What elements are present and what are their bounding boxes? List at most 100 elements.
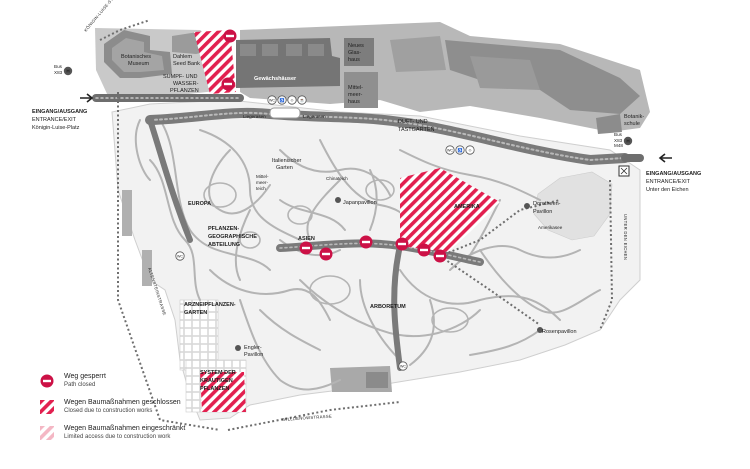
rosenpavillon-dot[interactable] [537, 327, 543, 333]
svg-text:H: H [66, 69, 70, 74]
toilet-icon[interactable]: WC [445, 145, 455, 155]
engler-label-2: Pavillon [244, 352, 263, 358]
cafe-icon[interactable]: ☕ [297, 95, 307, 105]
system-construction [200, 372, 246, 412]
legend-closed-de: Weg gesperrt [64, 373, 106, 380]
toilet-icon[interactable]: WC [267, 95, 277, 105]
ital-label-1: Italienischer [272, 158, 302, 164]
seedbank-label-2: Seed Bank [173, 61, 200, 67]
liegerasen-pond [269, 107, 301, 119]
wheelchair-icon[interactable]: ♿ [455, 145, 465, 155]
path-loops [203, 179, 469, 333]
museum-label-1: Botanisches [121, 54, 151, 60]
pflanzen-label-3: ABTEILUNG [208, 242, 240, 248]
amerikasee-label: Amerikasee [538, 225, 563, 230]
pflanzen-label-2: GEOGRAPHISCHE [208, 234, 257, 240]
closed-markers [221, 29, 447, 263]
closed-path-icon[interactable] [395, 237, 409, 251]
asien-label: ASIEN [298, 236, 315, 242]
bus-lines-2: M48 [614, 143, 623, 148]
svg-text:WC: WC [447, 149, 453, 153]
engler-dot[interactable] [235, 345, 241, 351]
arznei-label-1: ARZNEIPFLANZEN- [184, 302, 236, 308]
museum-label-2: Museum [128, 61, 150, 67]
mteich-label-2: meer- [256, 180, 268, 185]
closed-path-icon[interactable] [221, 77, 235, 91]
system-label-3: PFLANZEN [200, 386, 229, 392]
rosen-label: Rosenpavillon [542, 329, 577, 335]
baby-care-icon[interactable]: ☺ [465, 145, 475, 155]
mteich-label-3: teich [256, 186, 266, 191]
legend-limited-en: Limited access due to construction work [64, 434, 171, 440]
seedbank-label-1: Dahlem [173, 54, 192, 60]
closed-path-icon[interactable] [299, 241, 313, 255]
west-strip-2 [142, 250, 152, 286]
unter-den-eichen-label: UNTER DEN EICHEN [623, 214, 628, 260]
europa-label: EUROPA [188, 201, 211, 207]
arboretum-label: ARBORETUM [370, 304, 406, 310]
dorotheen-label-1: Dorotheen- [533, 201, 561, 207]
legend-construction-closed: Wegen Baumaßnahmen geschlossen Closed du… [40, 398, 270, 418]
wheelchair-icon[interactable]: ♿ [277, 95, 287, 105]
svg-text:♿: ♿ [458, 148, 463, 153]
facility-icons: WC ♿ ☺ ☕ WC ♿ ☺ WC WC [175, 95, 630, 371]
entrance-right-place: Unter den Eichen [646, 187, 689, 193]
entrance-left-subtitle: ENTRANCE/EXIT [32, 117, 77, 123]
south-building-small [366, 372, 388, 388]
japanpavillon-dot[interactable] [335, 197, 341, 203]
entrance-arrow-icon[interactable] [80, 93, 94, 103]
dorotheen-dot[interactable] [524, 203, 530, 209]
service-buildings-2 [390, 36, 446, 72]
entrance-arrow-icon[interactable] [658, 153, 672, 163]
bus-lines-1: X83 [614, 138, 623, 143]
closed-path-icon[interactable] [319, 247, 333, 261]
ital-label-2: Garten [276, 165, 293, 171]
closed-path-icon[interactable] [359, 235, 373, 249]
svg-text:☺: ☺ [468, 148, 472, 153]
bus-stop-icon: H [63, 66, 73, 76]
museum-inner [112, 38, 164, 72]
baby-care-icon[interactable]: ☺ [287, 95, 297, 105]
limited-access-hatch-icon [40, 426, 54, 440]
engler-label-1: Engler- [244, 345, 262, 351]
turnstile-icon[interactable] [618, 165, 630, 177]
amerika-label: AMERIKA [454, 204, 480, 210]
legend: Weg gesperrt Path closed Wegen Baumaßnah… [40, 372, 270, 450]
svg-text:WC: WC [269, 99, 275, 103]
legend-limited-access: Wegen Baumaßnahmen eingeschränkt Limited… [40, 424, 270, 444]
closed-path-icon[interactable] [223, 29, 237, 43]
toilet-icon[interactable]: WC [398, 361, 408, 371]
bus-stop-right[interactable]: Bus X83 M48 H [614, 132, 633, 148]
mittelmeerhaus-label-1: Mittel- [348, 85, 363, 91]
bus-label: Bus [54, 64, 63, 69]
closed-path-icon[interactable] [433, 249, 447, 263]
willdenowstrasse-label: WILLDENOWSTRASSE [282, 414, 332, 422]
pflanzen-label-1: PFLANZEN- [208, 226, 239, 232]
neues-label-2: Glas- [348, 50, 361, 56]
legend-closed-en: Path closed [64, 382, 96, 388]
japan-label: Japanpavillon [343, 200, 377, 206]
closed-path-icon[interactable] [417, 243, 431, 257]
mteich-label-1: Mittel- [256, 174, 269, 179]
legend-construction-en: Closed due to construction works [64, 408, 153, 414]
system-label-1: SYSTEM DER [200, 370, 236, 376]
bus-stop-left[interactable]: Bus X83 H [54, 64, 73, 76]
amerika-construction [400, 168, 500, 252]
system-label-2: KRAUTIGEN [200, 378, 233, 384]
toilet-icon[interactable]: WC [175, 251, 185, 261]
arznei-label-2: GARTEN [184, 310, 207, 316]
construction-hatch-icon [40, 400, 54, 414]
amerikasee-lake [533, 171, 613, 241]
mittelmeerhaus-label-3: haus [348, 99, 360, 105]
glasshouses-label: Gewächshäuser [254, 76, 297, 82]
botanikschule-label-1: Botanik- [624, 114, 644, 120]
legend-construction-de: Wegen Baumaßnahmen geschlossen [64, 399, 181, 406]
svg-text:WC: WC [177, 255, 183, 259]
west-strip-1 [122, 190, 132, 236]
dorotheen-label-2: Pavillon [533, 209, 552, 215]
botanikschule-label-2: schule [624, 121, 640, 127]
bus-stop-icon: H [623, 136, 633, 146]
duft-label-1: DUFT- UND [398, 119, 428, 125]
entrance-left-title: EINGANG/AUSGANG [32, 109, 87, 115]
entrance-left-place: Königin-Luise-Platz [32, 125, 80, 131]
